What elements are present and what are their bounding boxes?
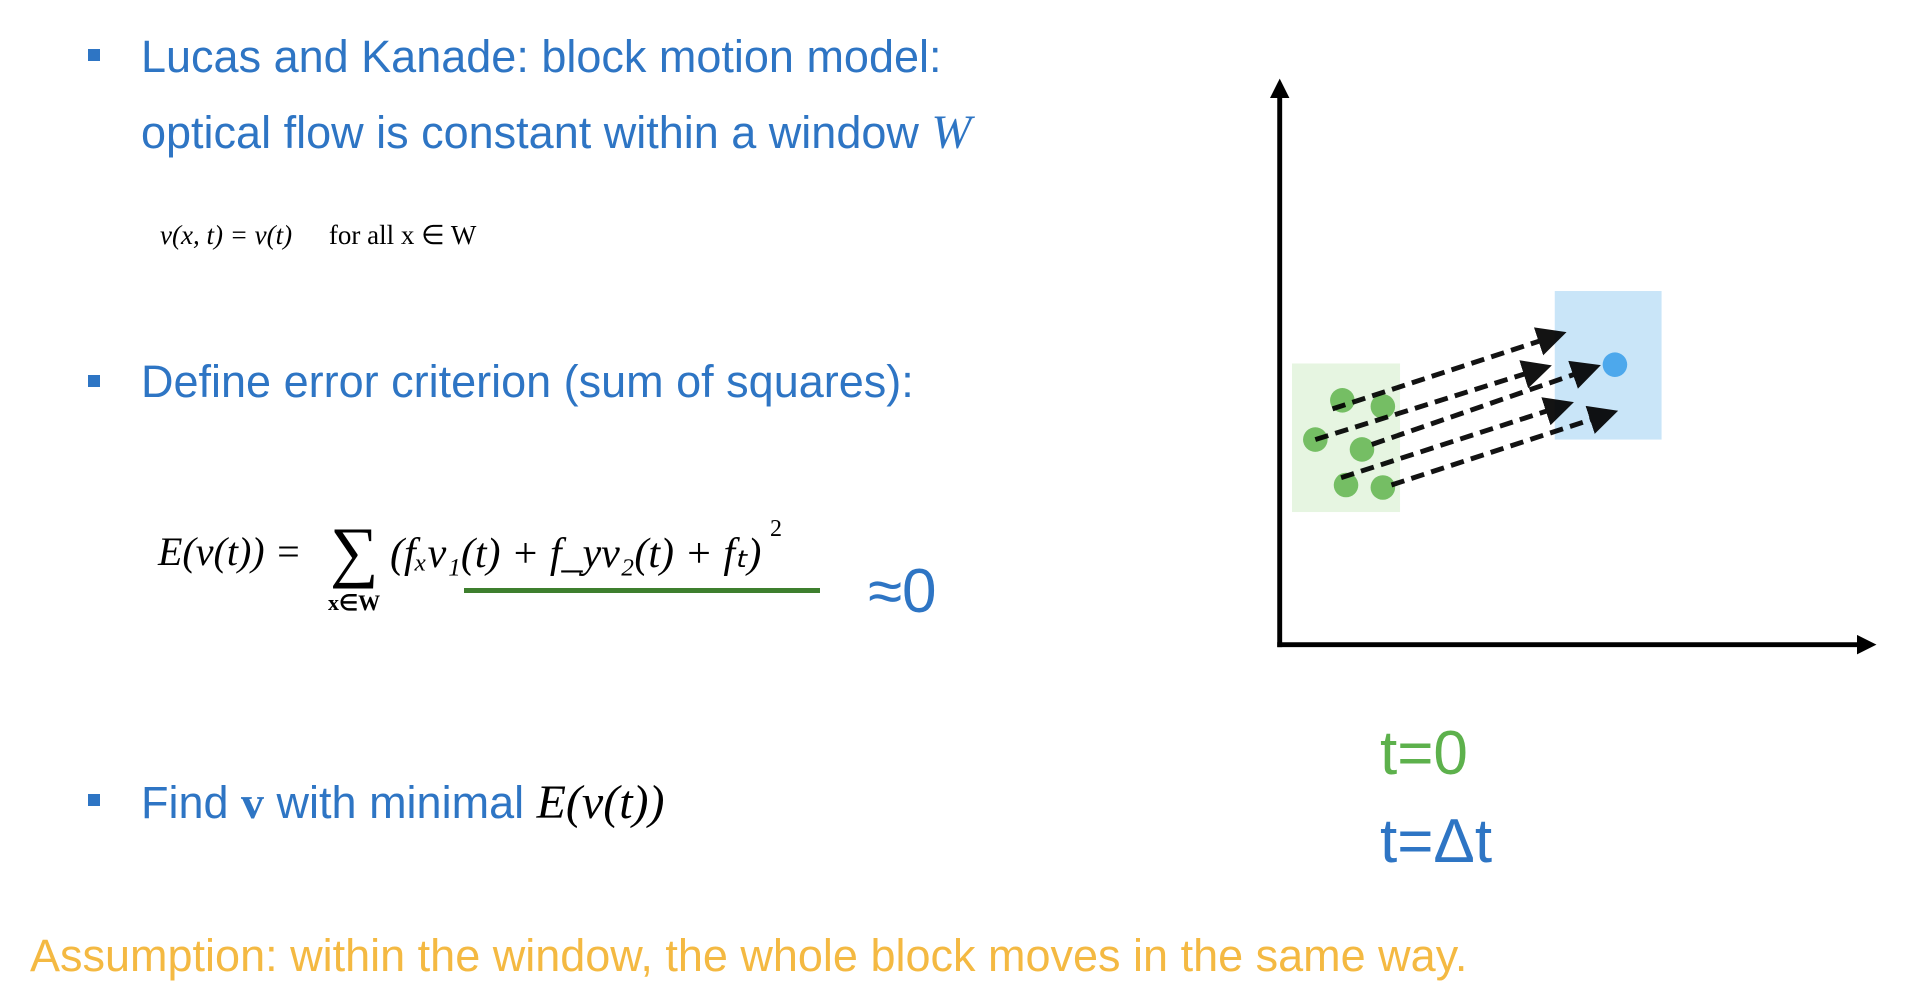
formula-rhs: for all x ∈ W [328, 220, 477, 250]
v-var: v [241, 777, 265, 828]
green-point [1333, 472, 1359, 498]
window-var: W [931, 106, 972, 159]
green-point [1370, 475, 1396, 500]
energy-expr: E(v(t)) [536, 776, 665, 829]
motion-arrow [1390, 405, 1619, 488]
blue-point [1602, 352, 1628, 377]
bullet-3-middle: with minimal [264, 777, 537, 828]
motion-arrow [1331, 327, 1567, 412]
green-point [1370, 394, 1396, 419]
bullet-1-line-2: optical flow is constant within a window… [141, 105, 971, 160]
sum-subscript: x∈W [328, 590, 381, 615]
green-underline [464, 588, 820, 593]
formula-error-body: (fₓv₁(t) + f_yv₂(t) + fₜ) [390, 531, 762, 577]
label-tdt: t=Δt [1380, 807, 1493, 876]
green-point [1349, 437, 1375, 462]
bullet-2-text: Define error criterion (sum of squares): [141, 356, 914, 407]
formula-power: 2 [770, 516, 782, 542]
bullet-marker [88, 375, 100, 387]
formula-constant-flow: v(x, t) = v(t) for all x ∈ W [160, 220, 476, 251]
sum-symbol: ∑ [330, 513, 379, 589]
motion-arrow [1340, 397, 1574, 480]
label-t0: t=0 [1380, 719, 1468, 788]
approx-zero: ≈0 [868, 557, 937, 626]
bullet-1-text: optical flow is constant within a window [141, 107, 932, 158]
formula-error-lhs: E(v(t)) = [158, 529, 302, 574]
motion-arrow [1370, 360, 1601, 447]
assumption-text: Assumption: within the window, the whole… [30, 930, 1468, 981]
bullet-1-line-1: Lucas and Kanade: block motion model: [141, 31, 942, 82]
motion-arrow [1314, 360, 1552, 442]
bullet-3-text: Find v with minimal E(v(t)) [141, 775, 665, 830]
bullet-marker [88, 794, 100, 806]
bullet-3-prefix: Find [141, 777, 242, 828]
formula-lhs: v(x, t) = v(t) [160, 220, 293, 250]
bullet-marker [88, 49, 100, 61]
